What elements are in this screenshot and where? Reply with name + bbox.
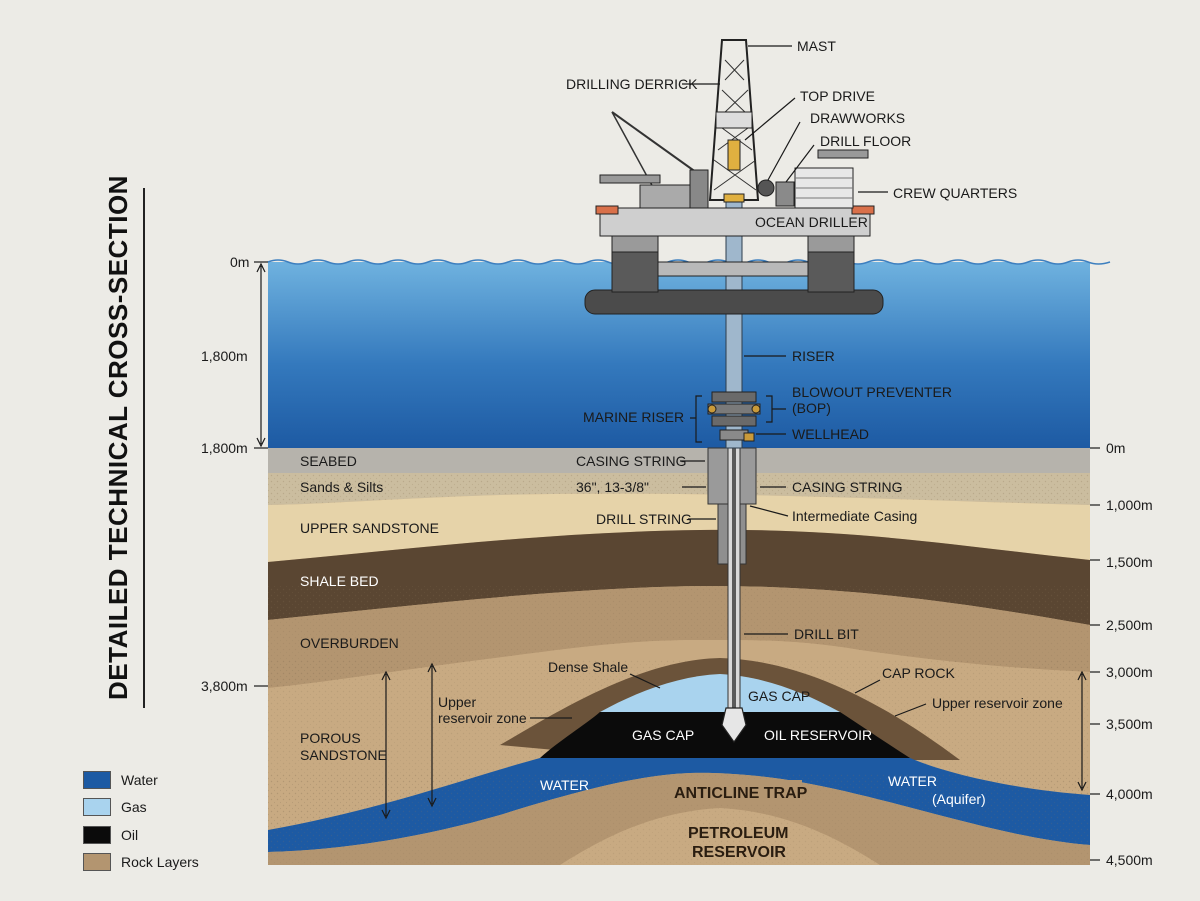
legend-swatch-rock bbox=[83, 853, 111, 872]
well-label-group: CASING STRING 36", 13-3/8" CASING STRING… bbox=[576, 453, 917, 642]
rig-name: OCEAN DRILLER bbox=[755, 214, 868, 230]
label-drill-bit: DRILL BIT bbox=[794, 626, 859, 642]
label-mast: MAST bbox=[797, 38, 836, 54]
label-bop-2: (BOP) bbox=[792, 400, 831, 416]
label-gas-cap-left: GAS CAP bbox=[632, 727, 694, 743]
legend-item-water: Water bbox=[83, 766, 223, 794]
label-petroleum-2: RESERVOIR bbox=[692, 844, 786, 861]
depth-right-7: 4,500m bbox=[1106, 852, 1153, 868]
depth-scale-left: 0m 1,800m 1,800m 3,800m bbox=[201, 254, 1087, 820]
reservoir-label-group: Dense Shale CAP ROCK Upper reservoir zon… bbox=[438, 659, 1063, 861]
label-drill-string: DRILL STRING bbox=[596, 511, 692, 527]
layer-seabed bbox=[268, 448, 1090, 473]
anticline-trap-label-bg bbox=[670, 780, 802, 804]
legend-label-rock: Rock Layers bbox=[121, 854, 199, 871]
label-shale-bed: SHALE BED bbox=[300, 573, 379, 589]
layer-label-group: SEABED Sands & Silts UPPER SANDSTONE SHA… bbox=[300, 453, 439, 763]
label-sands-silts: Sands & Silts bbox=[300, 479, 383, 495]
label-upper-zone-left-2: reservoir zone bbox=[438, 710, 527, 726]
label-bop-1: BLOWOUT PREVENTER bbox=[792, 384, 952, 400]
label-casing-left: CASING STRING bbox=[576, 453, 686, 469]
label-aquifer: (Aquifer) bbox=[932, 791, 986, 807]
label-gas-cap-top: GAS CAP bbox=[748, 688, 810, 704]
drilling-rig bbox=[584, 39, 884, 315]
label-oil-reservoir: OIL RESERVOIR bbox=[764, 727, 872, 743]
diagram-title: DETAILED TECHNICAL CROSS-SECTION bbox=[103, 175, 133, 700]
bop-stack bbox=[707, 391, 761, 442]
legend: Water Gas Oil Rock Layers bbox=[83, 766, 223, 876]
depth-right-3: 2,500m bbox=[1106, 617, 1153, 633]
depth-right-0: 0m bbox=[1106, 440, 1125, 456]
label-wellhead: WELLHEAD bbox=[792, 426, 869, 442]
legend-swatch-oil bbox=[83, 825, 111, 844]
label-cap-rock: CAP ROCK bbox=[882, 665, 956, 681]
label-drawworks: DRAWWORKS bbox=[810, 110, 905, 126]
gas-cap-zone bbox=[600, 674, 840, 712]
depth-left-1: 1,800m bbox=[201, 348, 248, 364]
depth-right-6: 4,000m bbox=[1106, 786, 1153, 802]
legend-label-oil: Oil bbox=[121, 826, 139, 843]
label-water-right: WATER bbox=[888, 773, 937, 789]
label-upper-sandstone: UPPER SANDSTONE bbox=[300, 520, 439, 536]
label-water-left: WATER bbox=[540, 777, 589, 793]
label-seabed: SEABED bbox=[300, 453, 357, 469]
oil-reservoir-zone bbox=[540, 712, 910, 758]
label-dense-shale: Dense Shale bbox=[548, 659, 628, 675]
legend-swatch-gas bbox=[83, 798, 111, 817]
depth-right-4: 3,000m bbox=[1106, 664, 1153, 680]
drill-bit bbox=[721, 707, 747, 744]
label-casing-right: CASING STRING bbox=[792, 479, 902, 495]
label-anticline-trap: ANTICLINE TRAP bbox=[674, 785, 808, 802]
label-upper-zone-left-1: Upper bbox=[438, 694, 476, 710]
depth-right-2: 1,500m bbox=[1106, 554, 1153, 570]
legend-label-gas: Gas bbox=[121, 799, 147, 816]
label-riser: RISER bbox=[792, 348, 835, 364]
rig-label-group: MAST DRILLING DERRICK TOP DRIVE DRAWWORK… bbox=[566, 38, 1017, 201]
label-casing-size: 36", 13-3/8" bbox=[576, 479, 649, 495]
label-petroleum-1: PETROLEUM bbox=[688, 825, 788, 842]
legend-item-rock: Rock Layers bbox=[83, 849, 223, 877]
legend-label-water: Water bbox=[121, 771, 158, 788]
label-upper-zone-right: Upper reservoir zone bbox=[932, 695, 1063, 711]
label-derrick: DRILLING DERRICK bbox=[566, 76, 698, 92]
depth-scale-right: 0m 1,000m 1,500m 2,500m 3,000m 3,500m 4,… bbox=[1090, 440, 1153, 868]
subsea-label-group: RISER BLOWOUT PREVENTER (BOP) MARINE RIS… bbox=[583, 348, 952, 443]
label-drill-floor: DRILL FLOOR bbox=[820, 133, 911, 149]
depth-left-2: 1,800m bbox=[201, 440, 248, 456]
label-crew-quarters: CREW QUARTERS bbox=[893, 185, 1017, 201]
label-overburden: OVERBURDEN bbox=[300, 635, 399, 651]
depth-right-1: 1,000m bbox=[1106, 497, 1153, 513]
cap-rock-arch bbox=[500, 658, 960, 760]
legend-swatch-water bbox=[83, 770, 111, 789]
legend-item-gas: Gas bbox=[83, 794, 223, 822]
depth-left-0: 0m bbox=[230, 254, 249, 270]
depth-left-3: 3,800m bbox=[201, 678, 248, 694]
drill-string bbox=[732, 200, 736, 710]
depth-right-5: 3,500m bbox=[1106, 716, 1153, 732]
layer-shale-bed bbox=[268, 529, 1090, 625]
label-intermediate-casing: Intermediate Casing bbox=[792, 508, 917, 524]
title-rule bbox=[143, 188, 145, 708]
layer-upper-sandstone bbox=[268, 493, 1090, 562]
label-porous-2: SANDSTONE bbox=[300, 747, 387, 763]
legend-item-oil: Oil bbox=[83, 821, 223, 849]
label-marine-riser: MARINE RISER bbox=[583, 409, 684, 425]
label-porous-1: POROUS bbox=[300, 730, 361, 746]
label-top-drive: TOP DRIVE bbox=[800, 88, 875, 104]
